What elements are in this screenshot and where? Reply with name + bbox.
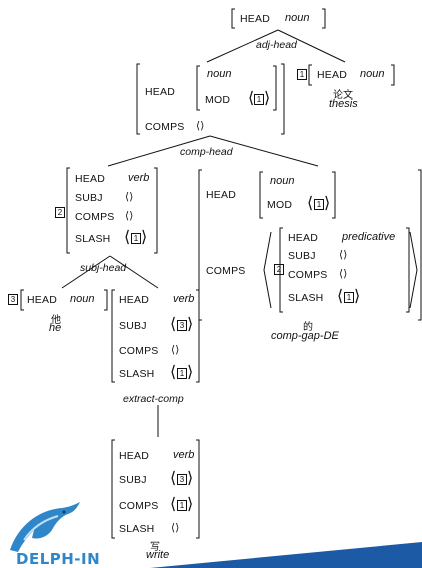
- delph-in-logo: DELPH-IN: [0, 500, 110, 568]
- thesis-head-value: noun: [360, 68, 385, 80]
- adj-mod-tag: 1: [254, 94, 264, 105]
- de-inner-subj-empty: ⟨⟩: [339, 249, 348, 261]
- de-inner-subj-feature: SUBJ: [288, 250, 316, 262]
- he-head-value: noun: [70, 293, 95, 305]
- left-np-tag: 2: [55, 207, 65, 218]
- vp-slash-langle: ⟨: [170, 364, 177, 381]
- vp-head-feature: HEAD: [119, 294, 149, 306]
- write-head-value: verb: [173, 449, 195, 461]
- write-subj-langle: ⟨: [170, 470, 177, 487]
- write-head-feature: HEAD: [119, 450, 149, 462]
- de-word: 的: [303, 322, 313, 333]
- vp-head-value: verb: [173, 293, 195, 305]
- vp-subj-langle: ⟨: [170, 316, 177, 333]
- adj-head-value: noun: [207, 68, 232, 80]
- thesis-gloss: thesis: [329, 98, 358, 110]
- vp-subj-tag: 3: [177, 320, 187, 331]
- logo-text: DELPH-IN: [16, 550, 101, 568]
- thesis-head-feature: HEAD: [317, 69, 347, 81]
- vp-comps-feature: COMPS: [119, 345, 159, 357]
- footer-swoosh: [150, 542, 422, 568]
- de-comps-feature: COMPS: [206, 265, 246, 277]
- top-head-feature: HEAD: [240, 13, 270, 25]
- vp-subj-feature: SUBJ: [119, 320, 147, 332]
- de-gloss: comp-gap-DE: [271, 330, 339, 342]
- vp-slash-feature: SLASH: [119, 368, 155, 380]
- de-comps-tag: 2: [274, 264, 284, 275]
- de-mod-feature: MOD: [267, 199, 293, 211]
- adj-head-rule-label: adj-head: [256, 39, 297, 51]
- adj-mod-langle: ⟨: [248, 90, 255, 107]
- left-np-comps-feature: COMPS: [75, 211, 115, 223]
- de-inner-slash-tag: 1: [344, 292, 354, 303]
- vp-slash-tag: 1: [177, 368, 187, 379]
- thesis-word: 论文: [333, 90, 353, 101]
- thesis-tag: 1: [297, 69, 307, 80]
- left-np-slash-feature: SLASH: [75, 233, 111, 245]
- he-gloss: he: [49, 322, 62, 334]
- write-comps-tag: 1: [177, 500, 187, 511]
- subj-head-rule-label: subj-head: [80, 262, 127, 274]
- adj-comps-feature: COMPS: [145, 121, 185, 133]
- left-np-subj-feature: SUBJ: [75, 192, 103, 204]
- de-mod-rangle: ⟩: [324, 195, 331, 212]
- de-mod-langle: ⟨: [307, 195, 314, 212]
- de-inner-head-feature: HEAD: [288, 232, 318, 244]
- vp-subj-rangle: ⟩: [187, 316, 194, 333]
- write-comps-rangle: ⟩: [187, 496, 194, 513]
- de-inner-head-value: predicative: [342, 231, 396, 243]
- left-np-head-feature: HEAD: [75, 173, 105, 185]
- adj-mod-rangle: ⟩: [264, 90, 271, 107]
- left-np-slash-tag: 1: [131, 233, 141, 244]
- de-inner-slash-langle: ⟨: [337, 288, 344, 305]
- left-np-subj-empty: ⟨⟩: [125, 191, 134, 203]
- de-inner-comps-feature: COMPS: [288, 269, 328, 281]
- write-subj-feature: SUBJ: [119, 474, 147, 486]
- top-head-value: noun: [285, 12, 310, 24]
- write-subj-rangle: ⟩: [187, 470, 194, 487]
- de-head-value: noun: [270, 175, 295, 187]
- write-slash-feature: SLASH: [119, 523, 155, 535]
- left-np-head-value: verb: [128, 172, 150, 184]
- de-inner-slash-rangle: ⟩: [354, 288, 361, 305]
- write-gloss: write: [146, 549, 170, 561]
- de-mod-tag: 1: [314, 199, 324, 210]
- he-tag: 3: [8, 294, 18, 305]
- vp-slash-rangle: ⟩: [187, 364, 194, 381]
- write-subj-tag: 3: [177, 474, 187, 485]
- extract-comp-rule-label: extract-comp: [123, 393, 184, 405]
- write-slash-empty: ⟨⟩: [171, 522, 180, 534]
- left-np-slash-langle: ⟨: [124, 229, 131, 246]
- de-inner-slash-feature: SLASH: [288, 292, 324, 304]
- write-comps-feature: COMPS: [119, 500, 159, 512]
- left-np-comps-empty: ⟨⟩: [125, 210, 134, 222]
- he-word: 他: [51, 315, 61, 326]
- left-np-slash-rangle: ⟩: [141, 229, 148, 246]
- dolphin-icon: [10, 502, 80, 552]
- he-head-feature: HEAD: [27, 294, 57, 306]
- comp-head-rule-label: comp-head: [180, 146, 233, 158]
- adj-head-feature: HEAD: [145, 86, 175, 98]
- write-comps-langle: ⟨: [170, 496, 177, 513]
- de-head-feature: HEAD: [206, 189, 236, 201]
- write-word: 写: [150, 542, 160, 553]
- de-inner-comps-empty: ⟨⟩: [339, 268, 348, 280]
- adj-mod-feature: MOD: [205, 94, 231, 106]
- vp-comps-empty: ⟨⟩: [171, 344, 180, 356]
- adj-comps-empty: ⟨⟩: [196, 120, 205, 132]
